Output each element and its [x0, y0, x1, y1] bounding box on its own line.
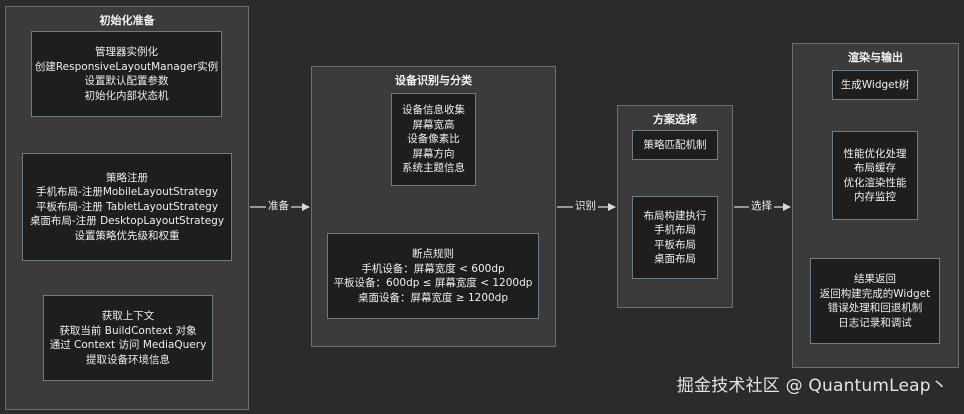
node-line: 手机设备：屏幕宽度 < 600dp: [361, 262, 505, 275]
node-line: 日志记录和调试: [838, 316, 912, 329]
node-line: 屏幕宽高: [412, 118, 455, 131]
node-line: 屏幕方向: [412, 147, 455, 160]
panel-render-title: 渲染与输出: [848, 51, 903, 64]
watermark: 掘金技术社区 @ QuantumLeap丶: [676, 376, 948, 396]
node-line: 平板布局-注册 TabletLayoutStrategy: [35, 200, 219, 213]
node-line: 系统主题信息: [402, 162, 465, 175]
panel-detect-title: 设备识别与分类: [395, 74, 472, 87]
node-line: 提取设备环境信息: [86, 353, 170, 366]
node-manager-instance: 管理器实例化 创建ResponsiveLayoutManager实例 设置默认配…: [31, 31, 222, 117]
node-line: 桌面设备：屏幕宽度 ≥ 1200dp: [357, 291, 509, 304]
node-line: 平板布局: [654, 238, 696, 251]
node-line: 手机布局: [654, 224, 696, 236]
node-line: 设置默认配置参数: [84, 75, 169, 87]
node-result-return: 结果返回 返回构建完成的Widget 错误处理和回退机制 日志记录和调试: [810, 258, 940, 344]
edge-choose-label: 选择: [749, 199, 774, 213]
node-line: 获取上下文: [101, 310, 155, 322]
node-line: 性能优化处理: [843, 147, 907, 160]
node-perf-optimize: 性能优化处理 布局缓存 优化渲染性能 内存监控: [832, 131, 918, 220]
edge-identify-label: 识别: [573, 199, 598, 213]
node-line: 管理器实例化: [95, 46, 158, 58]
node-line: 设置策略优先级和权重: [74, 229, 180, 242]
node-line: 生成Widget树: [840, 78, 910, 91]
node-line: 获取当前 BuildContext 对象: [59, 324, 197, 337]
node-line: 布局构建执行: [643, 209, 707, 222]
node-strategy-match: 策略匹配机制: [632, 130, 718, 160]
node-line: 错误处理和回退机制: [827, 302, 923, 314]
node-line: 桌面布局: [654, 253, 696, 265]
node-line: 策略匹配机制: [643, 138, 707, 151]
node-line: 桌面布局-注册 DesktopLayoutStrategy: [29, 215, 225, 228]
node-device-info: 设备信息收集 屏幕宽高 设备像素比 屏幕方向 系统主题信息: [391, 93, 476, 186]
node-breakpoint-rules: 断点规则 手机设备：屏幕宽度 < 600dp 平板设备：600dp ≤ 屏幕宽度…: [327, 233, 539, 319]
node-line: 通过 Context 访问 MediaQuery: [49, 339, 207, 351]
node-line: 内存监控: [854, 191, 896, 203]
node-line: 返回构建完成的Widget: [819, 287, 931, 300]
node-line: 策略注册: [106, 171, 148, 184]
node-line: 结果返回: [854, 273, 896, 285]
node-line: 设备信息收集: [402, 104, 465, 117]
node-line: 断点规则: [412, 248, 454, 260]
panel-select-title: 方案选择: [653, 113, 697, 126]
node-line: 创建ResponsiveLayoutManager实例: [34, 60, 219, 73]
edge-prepare-label: 准备: [266, 199, 291, 213]
node-line: 手机布局-注册MobileLayoutStrategy: [36, 186, 218, 199]
node-strategy-register: 策略注册 手机布局-注册MobileLayoutStrategy 平板布局-注册…: [22, 153, 232, 261]
node-layout-build: 布局构建执行 手机布局 平板布局 桌面布局: [632, 196, 718, 279]
node-widget-tree: 生成Widget树: [832, 70, 918, 100]
node-line: 设备像素比: [407, 133, 460, 146]
node-get-context: 获取上下文 获取当前 BuildContext 对象 通过 Context 访问…: [43, 295, 213, 381]
panel-init-title: 初始化准备: [99, 14, 155, 27]
node-line: 平板设备：600dp ≤ 屏幕宽度 < 1200dp: [333, 277, 533, 289]
node-line: 优化渲染性能: [843, 176, 907, 189]
node-line: 布局缓存: [854, 162, 896, 174]
node-line: 初始化内部状态机: [84, 89, 169, 102]
